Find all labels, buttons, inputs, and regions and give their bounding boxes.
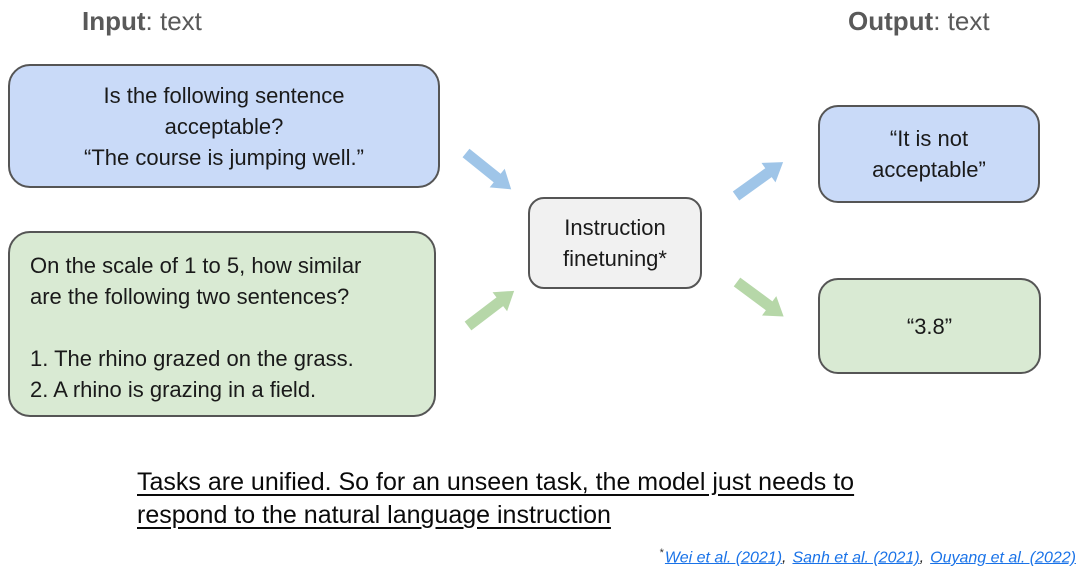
arrow-input-blue-icon <box>462 148 512 190</box>
citation-footnote: *Wei et al. (2021),Sanh et al. (2021),Ou… <box>660 547 1076 567</box>
output-box-similarity: “3.8” <box>818 278 1041 374</box>
arrow-input-green-icon <box>464 290 515 331</box>
output-header-suffix: : text <box>933 6 990 36</box>
input-header-label: Input <box>82 6 146 36</box>
input-box-similarity: On the scale of 1 to 5, how similar are … <box>8 231 436 417</box>
input-header-suffix: : text <box>145 6 202 36</box>
output-header: Output: text <box>848 6 990 37</box>
output-header-label: Output <box>848 6 934 36</box>
instruction-finetuning-box: Instruction finetuning* <box>528 197 702 289</box>
citation-separator: , <box>782 549 787 567</box>
input-header: Input: text <box>82 6 202 37</box>
citation-link-wei[interactable]: Wei et al. (2021) <box>664 549 783 567</box>
arrow-output-green-icon <box>733 277 784 317</box>
input-box-acceptability: Is the following sentence acceptable? “T… <box>8 64 440 188</box>
citation-link-sanh[interactable]: Sanh et al. (2021) <box>792 549 920 567</box>
output-box-acceptability: “It is not acceptable” <box>818 105 1040 203</box>
footnote-asterisk: * <box>659 547 664 559</box>
citation-link-ouyang[interactable]: Ouyang et al. (2022) <box>930 549 1076 567</box>
arrow-output-blue-icon <box>732 162 784 201</box>
citation-separator: , <box>919 549 925 567</box>
caption-text: Tasks are unified. So for an unseen task… <box>137 468 855 529</box>
